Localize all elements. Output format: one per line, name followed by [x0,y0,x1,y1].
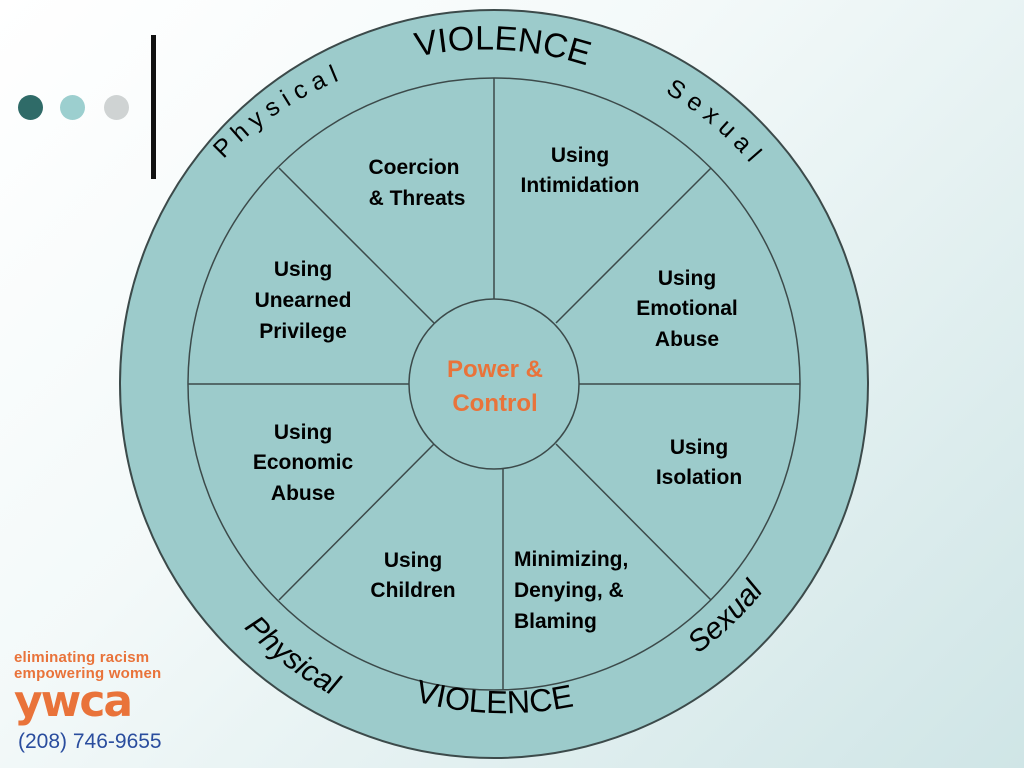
logo-tagline-racism: eliminating racism [14,649,150,666]
center-hub [408,298,580,470]
segment-label-line: & Threats [369,187,466,210]
segment-label-line: Using [384,549,442,572]
segment-label-line: Abuse [271,482,335,505]
segment-label-line: Using [274,258,332,281]
segment-label-line: Coercion [368,156,459,179]
segment-using-intimidation: Using Intimidation [521,144,640,197]
center-label-line1: Power & [447,356,543,383]
decorative-dot-gray [104,95,129,120]
segment-coercion-threats: Coercion & Threats [368,156,465,210]
spoke-top-right [555,167,712,324]
segment-using-isolation: Using Isolation [656,436,742,489]
segment-label-line: Using [670,436,728,459]
segment-label-line: Using [274,421,332,444]
decorative-dot-dark [18,95,43,120]
segment-label-line: Blaming [514,610,597,633]
segment-label-line: Unearned [255,289,352,312]
segment-label-line: Children [370,579,455,602]
segment-label-line: Economic [253,451,354,474]
segment-label-line: Using [551,144,609,167]
segment-label-line: Minimizing, [514,548,628,571]
center-label-line2: Control [452,390,537,417]
phone-number: (208) 746-9655 [18,730,162,753]
spoke-bottom-right [555,443,712,601]
segment-label-line: Intimidation [521,174,640,197]
segment-label-line: Emotional [636,297,738,320]
spoke-top-left [278,167,435,324]
ywca-logo: eliminating racism empowering women ywca [14,649,162,727]
spoke-bottom-left [278,443,435,601]
segment-using-economic-abuse: Using Economic Abuse [253,421,354,505]
logo-tagline-women: empowering women [14,665,162,682]
decorative-dot-teal [60,95,85,120]
segment-label-line: Abuse [655,328,719,351]
segment-label-line: Isolation [656,466,742,489]
logo-brand-ywca: ywca [14,676,133,727]
decorative-vertical-bar [151,35,156,179]
segment-label-line: Denying, & [514,579,624,602]
segment-using-children: Using Children [370,549,455,602]
segment-using-unearned-privilege: Using Unearned Privilege [255,258,352,343]
segment-minimizing-denying-blaming: Minimizing, Denying, & Blaming [514,548,628,633]
segment-using-emotional-abuse: Using Emotional Abuse [636,267,738,351]
segment-label-line: Privilege [259,320,347,343]
segment-label-line: Using [658,267,716,290]
